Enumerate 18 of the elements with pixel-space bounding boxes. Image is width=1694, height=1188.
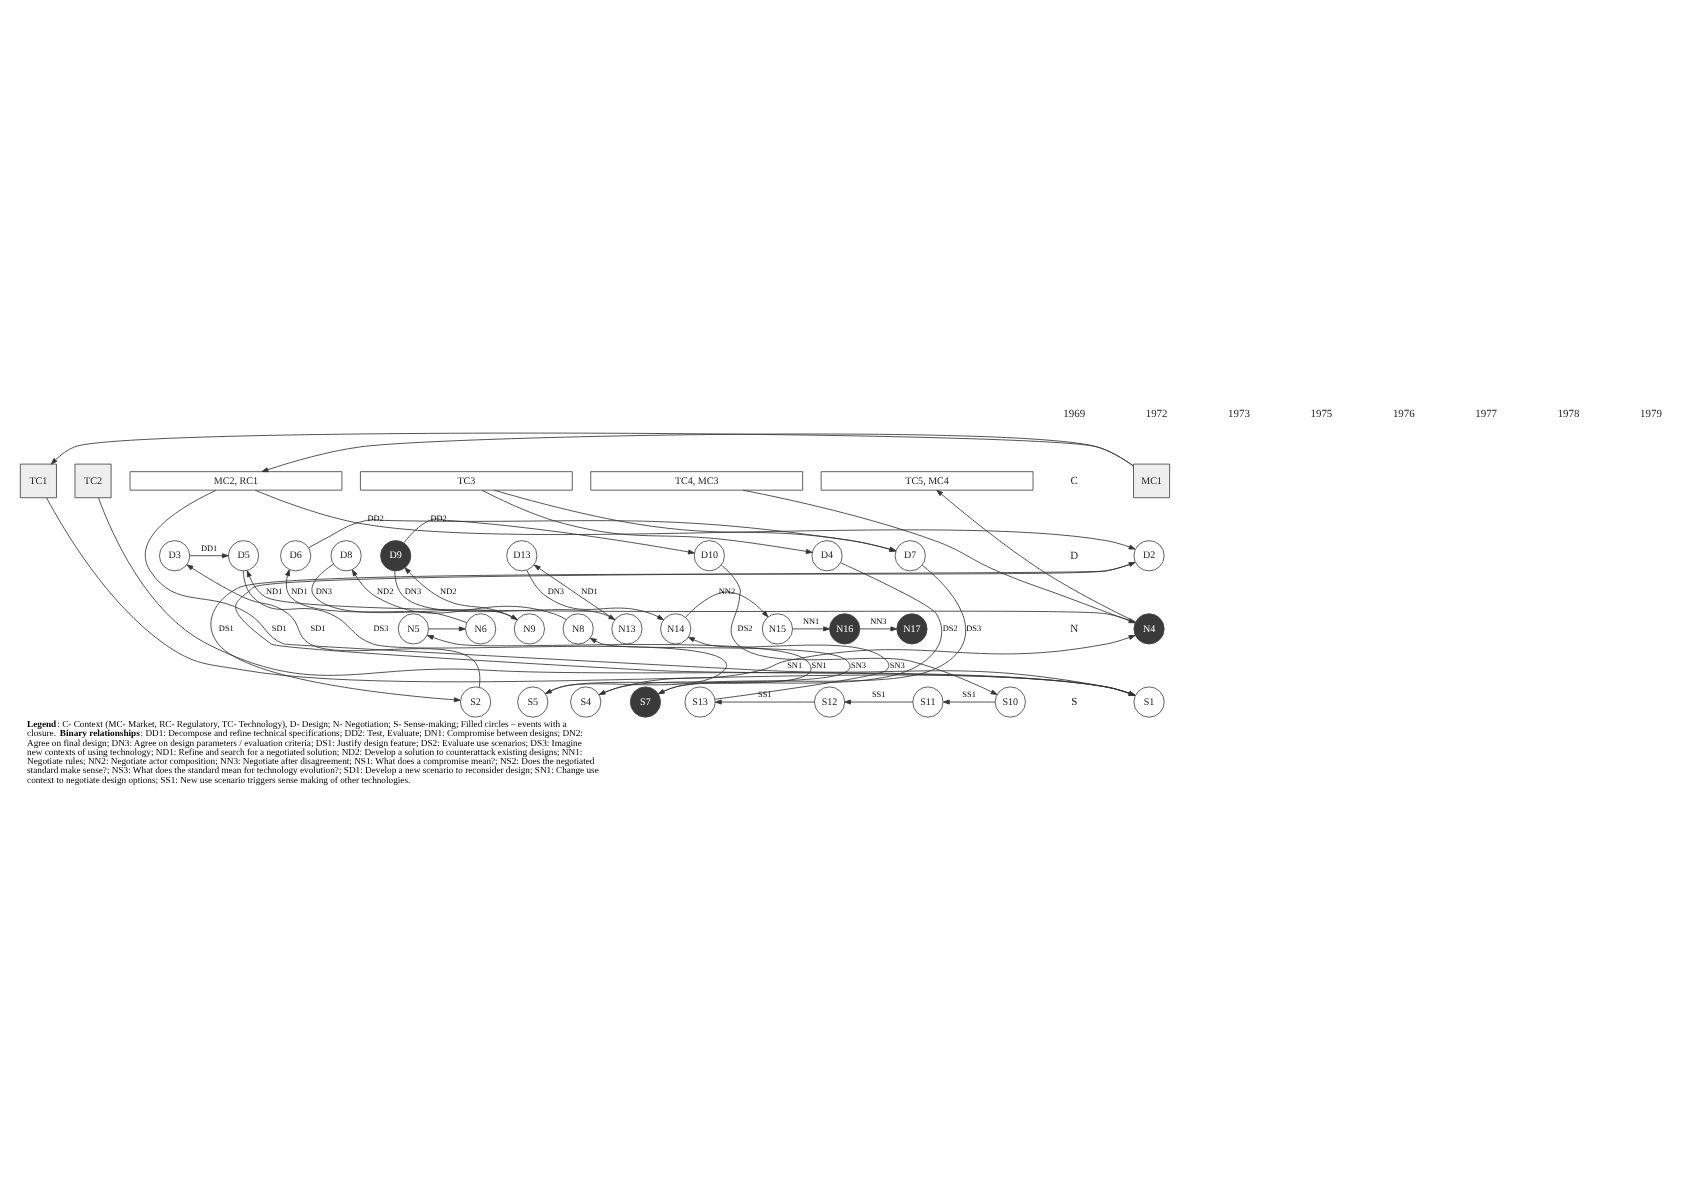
arrow: [403, 518, 695, 555]
arrow: [428, 626, 466, 632]
arrow: [721, 564, 998, 695]
arrow: [189, 553, 229, 559]
arrow: [685, 591, 769, 618]
arrow: [308, 519, 897, 552]
arrow: [186, 564, 481, 688]
arrow: [943, 699, 996, 705]
arrow: [285, 569, 467, 623]
arrow: [261, 433, 1134, 473]
arrow: [844, 699, 913, 705]
arrow: [715, 699, 815, 705]
arrow: [792, 626, 830, 632]
arrow: [859, 626, 898, 632]
arrow: [688, 636, 890, 700]
arrow: [254, 489, 1136, 550]
arrow: [493, 489, 897, 552]
arrow: [481, 489, 813, 554]
